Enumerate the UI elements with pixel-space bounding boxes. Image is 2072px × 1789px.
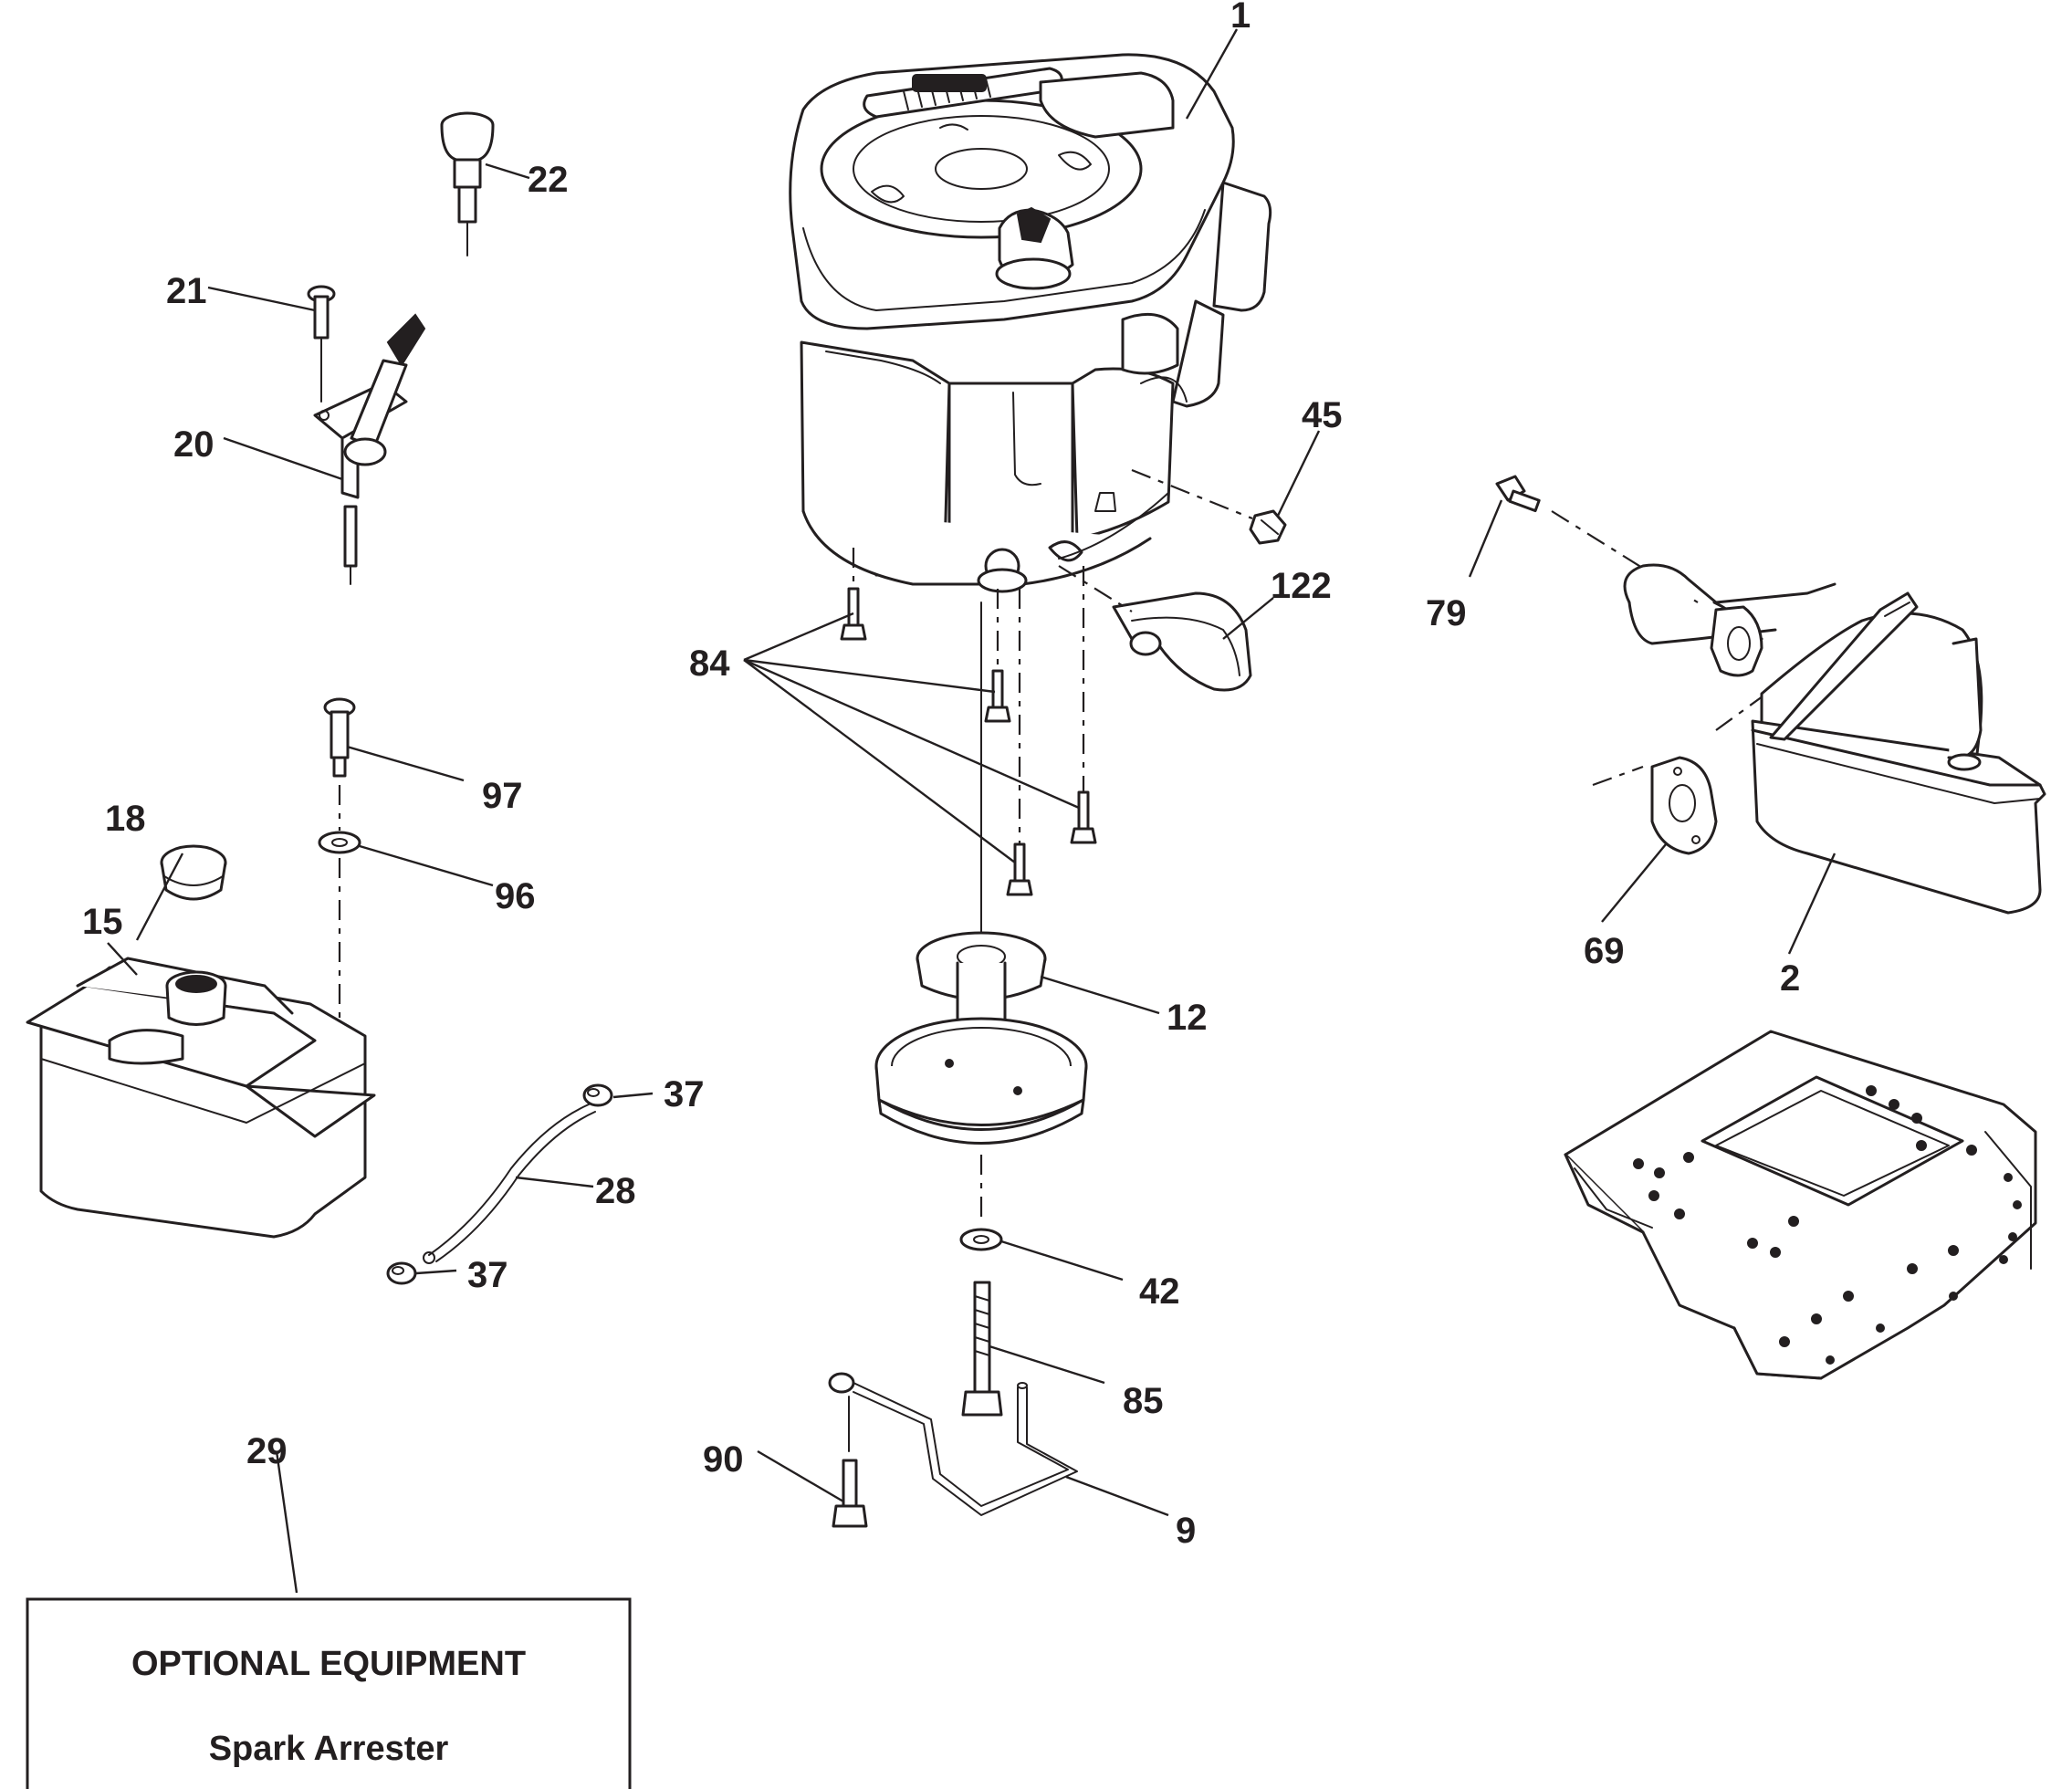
gasket-part xyxy=(1650,756,1718,855)
callout-18: 18 xyxy=(105,799,146,839)
fuel-cap-part xyxy=(160,844,227,901)
callout-21: 21 xyxy=(166,271,207,311)
callout-1: 1 xyxy=(1230,0,1251,36)
callout-79: 79 xyxy=(1426,593,1467,633)
engine-part xyxy=(789,53,1272,593)
optional-equipment-box: OPTIONAL EQUIPMENT Spark Arrester xyxy=(26,1597,632,1789)
callout-85: 85 xyxy=(1123,1381,1164,1421)
callout-90: 90 xyxy=(703,1439,744,1480)
callout-29: 29 xyxy=(246,1431,288,1471)
fuel-tank-part xyxy=(26,957,376,1239)
mounting-plate-part xyxy=(1564,1030,2037,1380)
callout-45: 45 xyxy=(1302,395,1343,435)
callout-122: 122 xyxy=(1271,566,1332,606)
pulley-part xyxy=(874,602,1088,1145)
callout-12: 12 xyxy=(1167,998,1208,1038)
callout-97: 97 xyxy=(482,776,523,816)
bolt-84-group xyxy=(840,548,1097,896)
callout-96: 96 xyxy=(495,876,536,916)
callout-2: 2 xyxy=(1780,958,1800,999)
heat-shield-part xyxy=(1112,591,1252,692)
washer-42-part xyxy=(959,1228,1003,1251)
callout-labels: 1 45 122 79 84 69 2 12 22 21 20 97 18 96… xyxy=(82,0,1800,1551)
bolt-85-part xyxy=(961,1281,1003,1417)
fuel-hose-part xyxy=(423,1104,596,1264)
callout-22: 22 xyxy=(528,160,569,200)
callout-28: 28 xyxy=(595,1171,636,1211)
screw-97-part xyxy=(323,697,356,778)
callout-20: 20 xyxy=(173,424,215,465)
callout-37-bottom: 37 xyxy=(467,1255,508,1295)
callout-69: 69 xyxy=(1584,931,1625,971)
spark-arrester-label: Spark Arrester xyxy=(209,1730,449,1768)
hose-clamp-top-part xyxy=(582,1083,613,1107)
knob-22-part xyxy=(440,111,495,256)
nut-part xyxy=(1249,509,1287,545)
screw-21-part xyxy=(307,285,336,403)
callout-84: 84 xyxy=(689,643,730,684)
callout-9: 9 xyxy=(1176,1511,1196,1551)
callout-37-top: 37 xyxy=(664,1074,705,1114)
washer-96-part xyxy=(318,831,361,854)
optional-equipment-title: OPTIONAL EQUIPMENT xyxy=(131,1645,526,1683)
bolt-79-part xyxy=(1495,475,1541,513)
throttle-control-part xyxy=(313,313,426,585)
bolt-90-part xyxy=(832,1396,868,1528)
rod-bracket-part xyxy=(828,1372,1078,1516)
leader-lines xyxy=(107,28,1837,1594)
callout-42: 42 xyxy=(1139,1271,1180,1312)
muffler-part xyxy=(1623,563,2046,915)
hose-clamp-bottom-part xyxy=(386,1261,417,1285)
callout-15: 15 xyxy=(82,902,123,942)
